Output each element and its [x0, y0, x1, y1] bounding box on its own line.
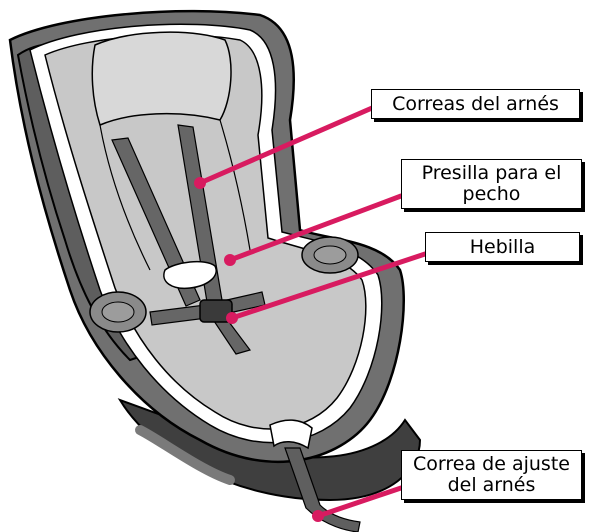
leader-dot-adjuster	[312, 510, 324, 522]
headrest	[92, 32, 231, 125]
label-buckle: Hebilla	[425, 232, 580, 262]
label-harness-straps: Correas del arnés	[371, 89, 580, 119]
leader-dot-buckle	[226, 312, 238, 324]
left-cup-holder-inner	[102, 302, 134, 322]
leader-dot-chest-clip	[224, 254, 236, 266]
label-harness-adjuster-strap: Correa de ajuste del arnés	[401, 450, 582, 500]
right-cup-holder-inner	[314, 246, 346, 264]
label-chest-clip: Presilla para el pecho	[401, 159, 582, 209]
leader-dot-harness-straps	[194, 177, 206, 189]
